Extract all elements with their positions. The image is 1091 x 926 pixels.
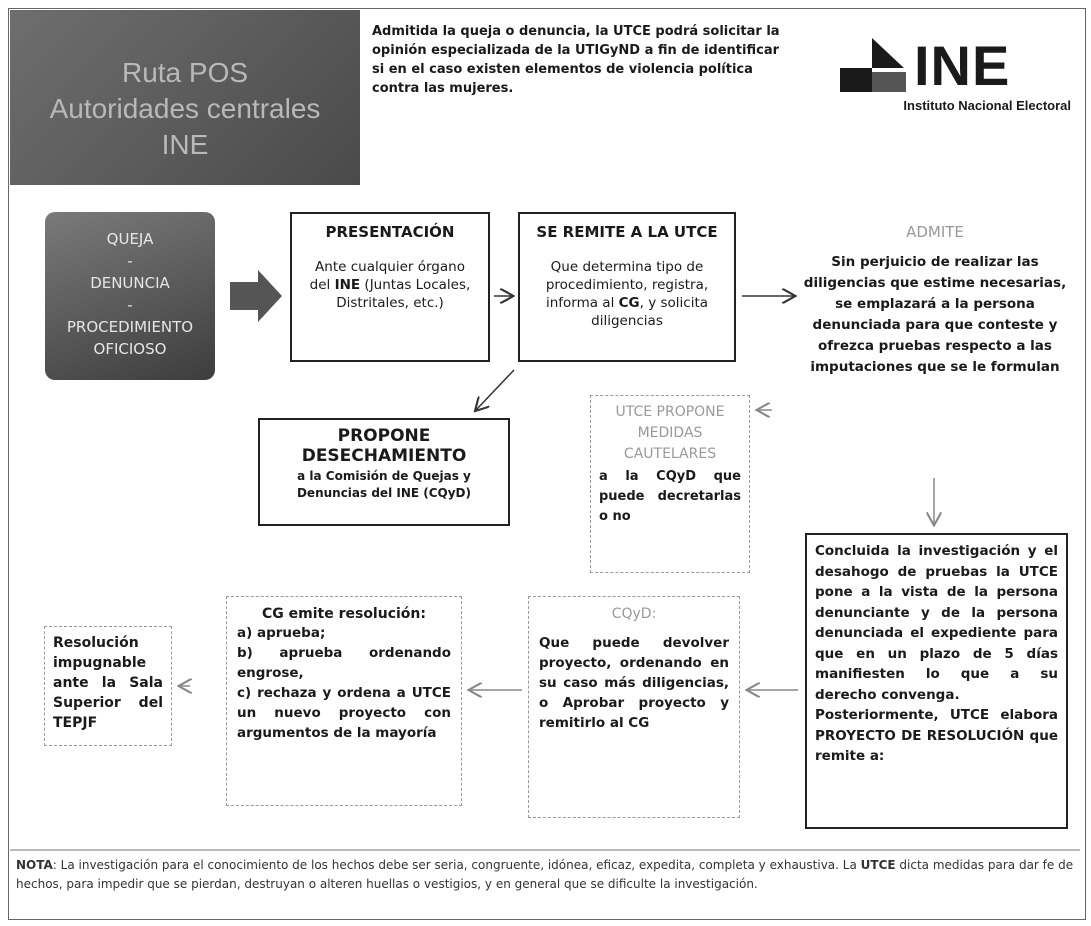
- presentacion-text: Ante cualquier órgano del INE (Juntas Lo…: [309, 259, 471, 311]
- cg-title: CG emite resolución:: [262, 606, 426, 622]
- cg-box: CG emite resolución: a) aprueba; b) apru…: [226, 596, 462, 806]
- cg-item-c: c) rechaza y ordena a UTCE un nuevo proy…: [237, 685, 451, 741]
- concluida-posterior: Posteriormente, UTCE elabora PROYECTO DE…: [815, 707, 1058, 764]
- admite-title: ADMITE: [906, 223, 964, 241]
- concluida-text: Concluida la investigación y el desahogo…: [815, 543, 1058, 703]
- cg-item-b: b) aprueba ordenando engrose,: [237, 645, 451, 681]
- remite-box: SE REMITE A LA UTCE Que determina tipo d…: [518, 212, 736, 362]
- presentacion-box: PRESENTACIÓN Ante cualquier órgano del I…: [290, 212, 490, 362]
- presentacion-title: PRESENTACIÓN: [325, 223, 455, 241]
- cg-item-a: a) aprueba;: [237, 625, 326, 641]
- medidas-title: UTCE PROPONE MEDIDAS CAUTELARES: [615, 404, 725, 462]
- cqyd-box: CQyD: Que puede devolver proyecto, orden…: [528, 596, 740, 818]
- ine-logo-mark: INE: [914, 34, 1011, 97]
- thick-arrow: [230, 270, 282, 322]
- resolucion-text: Resolución impugnable ante la Sala Super…: [53, 635, 163, 731]
- cqyd-title: CQyD:: [611, 606, 657, 622]
- remite-text: Que determina tipo de procedimiento, reg…: [545, 259, 709, 329]
- title-line-2: Autoridades centrales: [49, 93, 321, 124]
- title-block: Ruta POS Autoridades centrales INE: [10, 10, 360, 185]
- intro-text: Admitida la queja o denuncia, la UTCE po…: [372, 24, 780, 96]
- medidas-box: UTCE PROPONE MEDIDAS CAUTELARES a la CQy…: [590, 395, 750, 573]
- nota-text: NOTA: La investigación para el conocimie…: [16, 858, 1074, 891]
- cqyd-text: Que puede devolver proyecto, ordenando e…: [539, 635, 729, 731]
- ine-logo: INE Instituto Nacional Electoral: [826, 30, 1071, 130]
- title-line-3: INE: [161, 129, 209, 160]
- concluida-box: Concluida la investigación y el desahogo…: [805, 533, 1068, 829]
- arrow-remite-desechamiento: [476, 369, 515, 410]
- admite-text: Sin perjuicio de realizar las diligencia…: [803, 254, 1067, 375]
- remite-title: SE REMITE A LA UTCE: [536, 223, 718, 241]
- ine-logo-name: Instituto Nacional Electoral: [903, 98, 1071, 113]
- resolucion-box: Resolución impugnable ante la Sala Super…: [44, 626, 172, 746]
- ine-logo-icon: [840, 38, 906, 92]
- diagram-frame: [8, 8, 1086, 920]
- title-line-1: Ruta POS: [121, 57, 249, 88]
- admite-box: ADMITE Sin perjuicio de realizar las dil…: [800, 222, 1070, 472]
- queja-box: QUEJA - DENUNCIA - PROCEDIMIENTO OFICIOS…: [45, 212, 215, 380]
- desechamiento-box: PROPONE DESECHAMIENTO a la Comisión de Q…: [258, 418, 510, 526]
- medidas-text: a la CQyD que puede decretarlas o no: [599, 469, 741, 524]
